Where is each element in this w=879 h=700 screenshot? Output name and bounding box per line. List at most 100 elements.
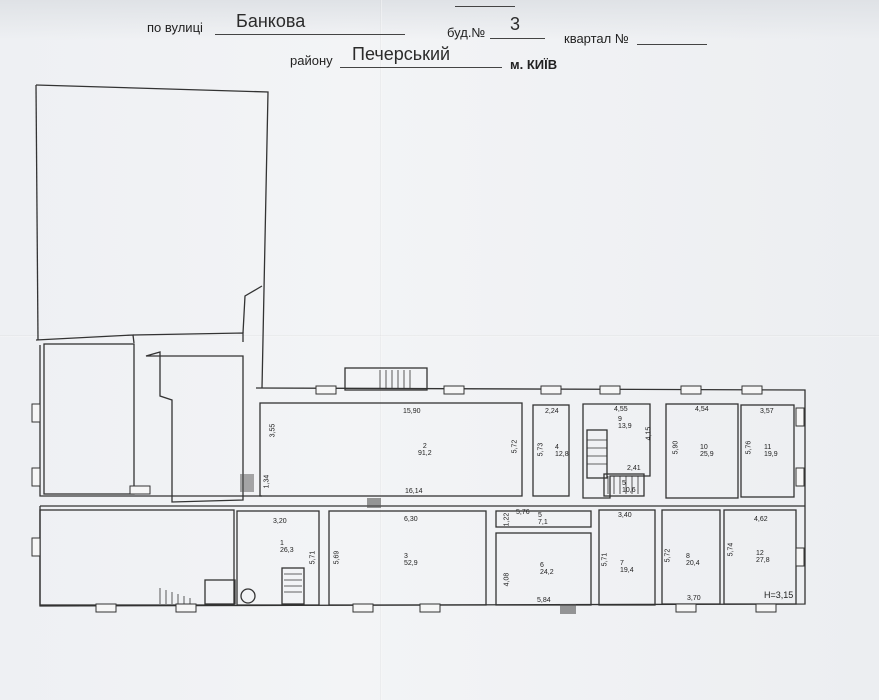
room-6 (495, 532, 592, 606)
city-label: м. КИЇВ (510, 57, 558, 72)
stair-room1 (281, 567, 305, 605)
room-7-area: 19,4 (620, 567, 634, 574)
room-1 (236, 510, 320, 606)
dim-label: 16,14 (405, 488, 423, 495)
room-4-number: 4 (555, 444, 559, 451)
room-7-number: 7 (620, 560, 624, 567)
block-underline (637, 44, 707, 45)
dim-label: 5,71 (601, 552, 609, 567)
district-value: Печерський (352, 44, 451, 64)
room-3 (328, 510, 487, 606)
dim-label: 2,41 (627, 465, 641, 472)
house-value: 3 (510, 14, 521, 34)
room-left-bottom (39, 509, 235, 606)
dim-label: 4,55 (614, 406, 628, 413)
dim-label: 5,69 (333, 550, 341, 565)
dim-label: 5,72 (664, 548, 672, 563)
dim-label: 6,30 (404, 516, 418, 523)
room-11-number: 11 (764, 444, 772, 451)
dim-label: 5,90 (672, 440, 680, 455)
room-2 (259, 402, 523, 497)
dim-label: 3,20 (273, 518, 287, 525)
dim-label: 5,72 (511, 439, 519, 454)
room-6-area: 24,2 (540, 569, 554, 576)
room-12-number: 12 (756, 550, 764, 557)
street-underline (215, 34, 405, 35)
room-left-a (43, 343, 135, 495)
house-underline (490, 38, 545, 39)
room-8-area: 20,4 (686, 560, 700, 567)
room-9 (582, 403, 651, 499)
stair-top (344, 367, 428, 391)
room-9-number: 9 (618, 416, 622, 423)
room-1-number: 1 (280, 540, 284, 547)
room-5-number: 5 (538, 512, 542, 519)
room-9-area: 13,9 (618, 423, 632, 430)
height-note: Н=3,15 (764, 590, 794, 600)
fold-line-horizontal (0, 335, 879, 337)
dim-label: 5,84 (537, 597, 551, 604)
room-2-number: 2 (422, 443, 427, 450)
district-underline (340, 67, 502, 68)
dim-label: 15,90 (403, 408, 421, 415)
house-label: буд.№ (447, 25, 486, 40)
room-12-area: 27,8 (756, 557, 770, 564)
room-11 (740, 404, 795, 498)
street-label: по вулиці (147, 20, 203, 35)
stair-room9-vert (586, 429, 608, 479)
stair-room9 (603, 473, 645, 497)
room-10-area: 25,9 (700, 451, 714, 458)
dim-label: 5,76 (516, 509, 530, 516)
room-1-area: 26,3 (280, 547, 294, 554)
dim-label: 4,62 (754, 516, 768, 523)
dim-label: 4,08 (503, 572, 511, 587)
room-3-number: 3 (404, 553, 408, 560)
room-8-number: 8 (686, 553, 690, 560)
room-3-area: 52,9 (404, 560, 418, 567)
room-5 (495, 510, 592, 528)
block-label: квартал № (564, 31, 629, 46)
dim-label: 1,22 (503, 512, 511, 527)
room-5b-number: 5 (622, 480, 626, 487)
dim-label: 4,15 (645, 426, 653, 441)
room-5-area: 7,1 (538, 519, 548, 526)
dim-label: 3,70 (687, 595, 701, 602)
street-value: Банкова (236, 11, 306, 31)
district-label: району (290, 53, 333, 68)
room-2-area: 91,2 (418, 450, 432, 457)
room-5b-area: 10,6 (622, 487, 636, 494)
dim-label: 2,24 (545, 408, 559, 415)
room-left-b (145, 351, 244, 503)
dim-label: 3,57 (760, 408, 774, 415)
dim-label: 1,34 (263, 474, 271, 489)
top-partial-underline (455, 6, 515, 7)
dim-label: 3,55 (269, 423, 277, 438)
room-10-number: 10 (700, 444, 708, 451)
room-6-number: 6 (540, 562, 544, 569)
paper-top-shadow (0, 0, 879, 40)
upper-block-outline (35, 84, 269, 389)
dim-label: 3,40 (618, 512, 632, 519)
dim-label: 5,76 (745, 440, 753, 455)
dim-label: 4,54 (695, 406, 709, 413)
dim-label: 5,73 (537, 442, 545, 457)
room-11-area: 19,9 (764, 451, 778, 458)
dim-label: 5,71 (309, 550, 317, 565)
room-7 (598, 509, 656, 606)
